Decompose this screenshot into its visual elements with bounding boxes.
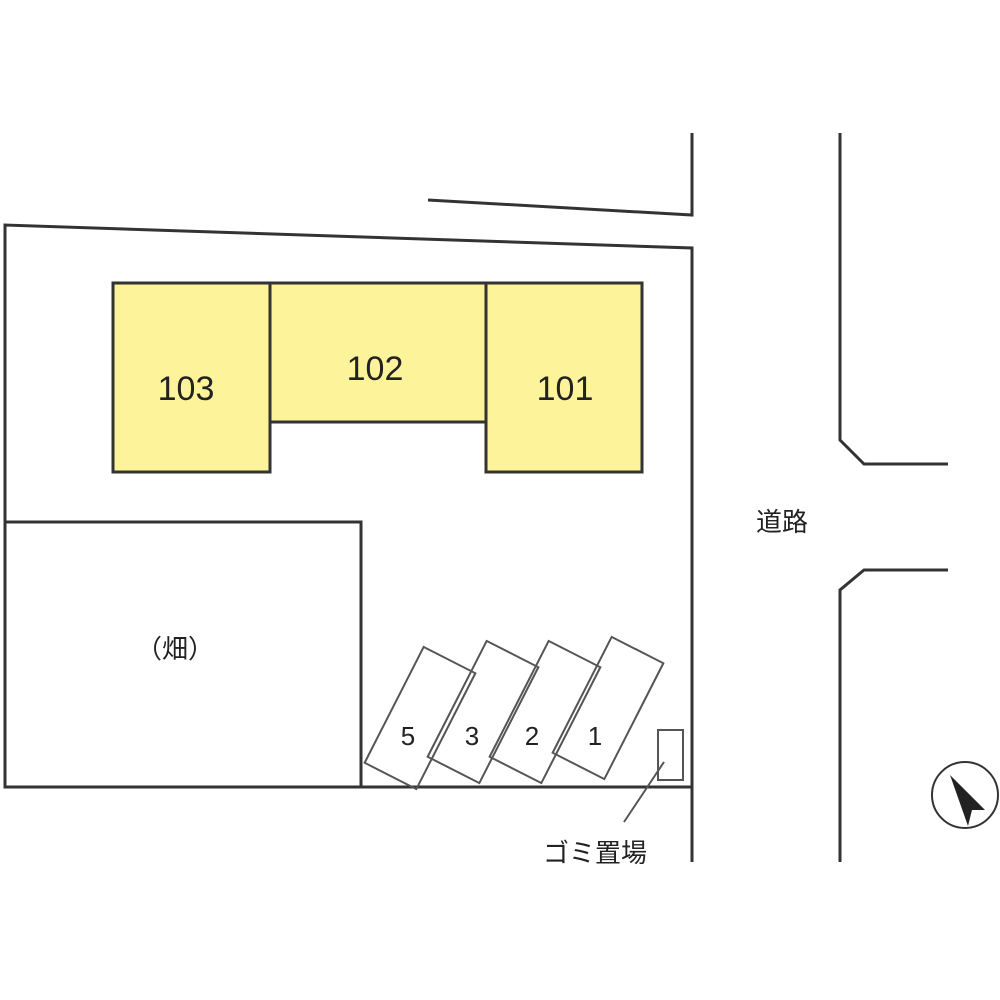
parking-slot-3 — [426, 639, 540, 785]
garbage-leader-line — [623, 761, 665, 823]
garbage-label: ゴミ置場 — [543, 839, 647, 869]
parking-slot-label: 3 — [465, 721, 479, 751]
field-label: （畑） — [136, 635, 214, 665]
road-label: 道路 — [756, 508, 808, 538]
building: 103 102 101 — [111, 281, 644, 474]
field-area — [3, 520, 363, 789]
property-boundary — [3, 223, 694, 789]
unit-101 — [484, 281, 644, 474]
parking-slot-label: 5 — [401, 721, 415, 751]
north-arrow-icon — [931, 761, 999, 829]
unit-102 — [268, 281, 488, 424]
garbage-area — [657, 729, 684, 781]
unit-103-label: 103 — [158, 370, 215, 408]
parking-slot-label: 2 — [525, 721, 539, 751]
unit-103 — [111, 281, 272, 474]
road-edge-upper — [838, 133, 948, 466]
parking-slot-label: 1 — [588, 721, 602, 751]
unit-102-label: 102 — [347, 350, 404, 388]
parking-slot-2 — [488, 639, 602, 785]
parking-slot-5 — [363, 645, 477, 791]
neighbor-boundary — [427, 133, 694, 217]
road-edge-lower — [838, 568, 948, 862]
parking-area: 5 3 2 1 — [363, 635, 665, 791]
unit-101-label: 101 — [537, 370, 594, 408]
parking-slot-1 — [551, 635, 665, 781]
